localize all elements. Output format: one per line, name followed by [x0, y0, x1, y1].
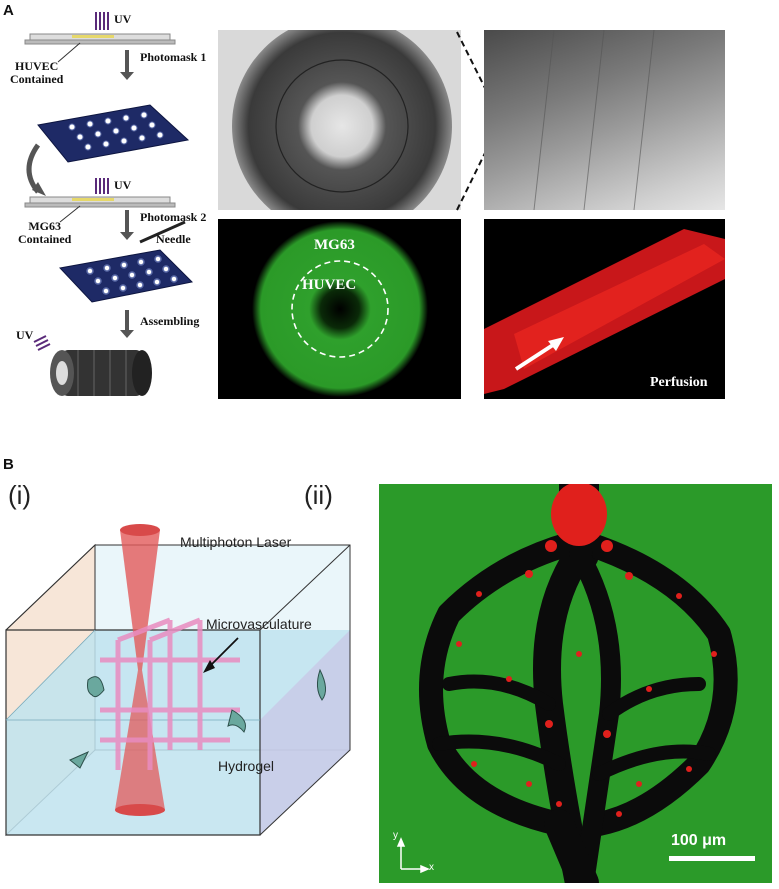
uv-label-top: UV: [114, 12, 132, 26]
perfusion-label: Perfusion: [650, 375, 708, 390]
microwell-plate-2: [59, 249, 194, 303]
assembling-label: Assembling: [140, 314, 200, 328]
uv-arrows-mid: [95, 178, 109, 194]
uv-label-mid: UV: [114, 178, 132, 192]
red-cells: [456, 484, 717, 817]
microvasculature-label: Microvasculature: [206, 616, 312, 632]
axis-x-label: x: [429, 862, 434, 873]
flow-arrow: [514, 341, 558, 371]
fluorescence-ring-image: MG63 HUVEC: [218, 219, 461, 399]
sub-label-ii: (ii): [304, 480, 333, 510]
hydrogel-label: Hydrogel: [218, 758, 275, 774]
axis-y-label: y: [393, 830, 398, 841]
vessel-network: [419, 484, 738, 883]
mg63-contained-label: MG63 Contained: [18, 219, 72, 246]
microwell-plate-1: [37, 104, 190, 163]
panel-b-label: B: [3, 456, 14, 473]
huvec-contained-label: HUVEC Contained: [10, 59, 64, 86]
photomask2-label: Photomask 2: [140, 210, 207, 224]
uv-label-bottom: UV: [16, 328, 34, 342]
panel-a-label: A: [3, 2, 14, 19]
perfusion-image: Perfusion: [484, 219, 725, 399]
zoom-dashed-lines: [456, 31, 486, 211]
multiphoton-laser-label: Multiphoton Laser: [180, 534, 292, 550]
down-arrow-3: [120, 310, 134, 338]
down-arrow-1: [120, 50, 134, 80]
cells: [69, 668, 326, 769]
huvec-label: HUVEC: [302, 277, 357, 293]
needle-drawing: [139, 220, 186, 244]
vasculature-micrograph: y x 100 μm: [379, 484, 772, 883]
fabrication-schematic: UV Photomask 1 HUVEC Contained UV Photom…: [10, 10, 215, 405]
brightfield-tube-image: [484, 30, 725, 210]
hydrogel-diagram: Multiphoton Laser Microvasculature Hydro…: [0, 520, 360, 880]
assembled-cylinder: [50, 350, 152, 396]
uv-arrows-top: [95, 12, 109, 30]
photomask1-label: Photomask 1: [140, 50, 207, 64]
mg63-label: MG63: [314, 237, 355, 253]
uv-arrows-bottom: [33, 335, 51, 351]
schematic-drawing: [24, 12, 194, 396]
scale-bar-label: 100 μm: [671, 832, 727, 849]
brightfield-ring-image: [218, 30, 461, 210]
sub-label-i: (i): [8, 480, 32, 510]
down-arrow-2: [120, 210, 134, 240]
scale-bar-line: [669, 856, 755, 861]
axis-indicator: [396, 837, 430, 874]
needle-label: Needle: [156, 232, 191, 246]
